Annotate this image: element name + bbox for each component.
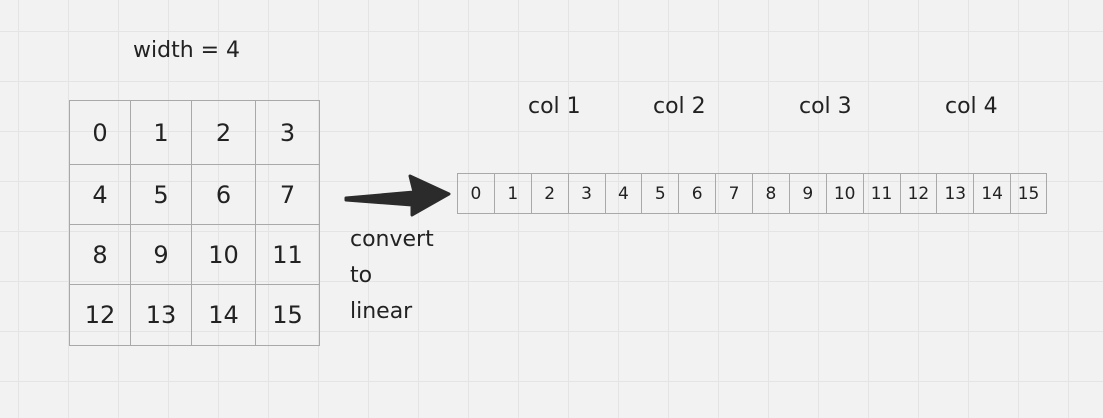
grid-cell: 5 [131, 165, 192, 225]
grid-cell: 6 [192, 165, 256, 225]
linear-cell: 5 [642, 174, 680, 214]
grid-cell: 10 [192, 225, 256, 285]
linear-cell: 13 [937, 174, 975, 214]
grid-cell: 4 [70, 165, 131, 225]
linear-cell: 9 [789, 174, 827, 214]
grid-cell: 0 [70, 101, 131, 165]
diagram-title: width = 4 [133, 38, 241, 63]
matrix-grid: 0 1 2 3 4 5 6 7 8 9 10 11 12 13 14 15 [69, 100, 320, 346]
right-arrow-icon [344, 174, 451, 217]
grid-cell: 3 [256, 101, 320, 165]
linear-cell: 0 [458, 174, 495, 214]
grid-cell: 12 [70, 285, 131, 346]
linear-cell: 7 [716, 174, 753, 214]
linear-cell: 8 [753, 174, 790, 214]
grid-cell: 2 [192, 101, 256, 165]
grid-cell: 13 [131, 285, 192, 346]
grid-cell: 8 [70, 225, 131, 285]
linear-cell: 15 [1011, 174, 1047, 214]
grid-cell: 11 [256, 225, 320, 285]
linear-cell: 4 [605, 174, 643, 214]
grid-cell: 14 [192, 285, 256, 346]
linear-cell: 10 [826, 174, 864, 214]
column-label: col 2 [653, 94, 706, 119]
caption-line: to [350, 263, 373, 288]
linear-cell: 6 [679, 174, 717, 214]
linear-array: 0 1 2 3 4 5 6 7 8 9 10 11 12 13 14 15 [457, 173, 1047, 214]
linear-cell: 12 [900, 174, 938, 214]
column-label: col 4 [945, 94, 998, 119]
linear-cell: 1 [494, 174, 532, 214]
caption-line: convert [350, 227, 434, 252]
convert-caption: convert to linear [350, 222, 434, 330]
column-label: col 1 [528, 94, 581, 119]
grid-cell: 9 [131, 225, 192, 285]
linear-cell: 11 [863, 174, 901, 214]
caption-line: linear [350, 299, 413, 324]
linear-cell: 3 [568, 174, 606, 214]
grid-cell: 15 [256, 285, 320, 346]
linear-cell: 2 [531, 174, 569, 214]
column-label: col 3 [799, 94, 852, 119]
grid-cell: 7 [256, 165, 320, 225]
linear-cell: 14 [974, 174, 1012, 214]
grid-cell: 1 [131, 101, 192, 165]
